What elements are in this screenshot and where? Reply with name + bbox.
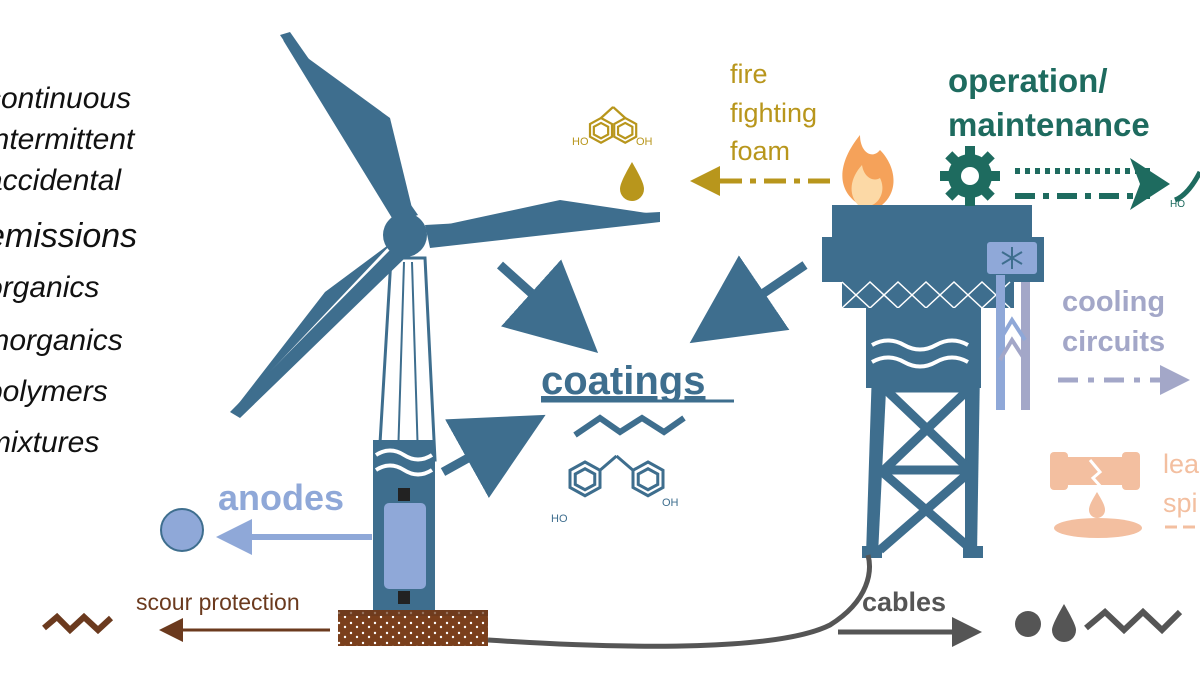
droplet-icon	[620, 162, 644, 201]
flame-icon	[842, 135, 894, 205]
subsea-cable	[487, 554, 872, 649]
droplet-icon	[1052, 604, 1076, 642]
arrow-platform-to-coatings	[689, 255, 808, 344]
legend-emissions-title: emissions	[0, 217, 138, 255]
legend-organics: organics	[0, 271, 100, 304]
coatings-label: coatings	[541, 359, 705, 403]
hydroxyl-label: HO	[572, 136, 589, 148]
anode-block	[382, 501, 428, 591]
cooling-circuits-label-line2: circuits	[1062, 326, 1165, 358]
turbine-hub	[383, 213, 427, 257]
svg-text:HO: HO	[1170, 199, 1185, 210]
particle-icon	[1015, 611, 1041, 637]
legend-inorganics: inorganics	[0, 324, 123, 357]
hydroxyl-label: OH	[636, 136, 653, 148]
legend-mixtures: mixtures	[0, 426, 100, 459]
legend-polymers: polymers	[0, 375, 108, 408]
offshore-platform	[822, 205, 1044, 558]
anode-sphere-icon	[160, 508, 204, 552]
anodes-label: anodes	[218, 477, 344, 518]
leaks-label-line2: spi	[1163, 488, 1198, 518]
legend-accidental: accidental	[0, 164, 122, 197]
bisphenol-molecule-icon-coatings	[568, 454, 665, 498]
legend-continuous: continuous	[0, 82, 132, 115]
gear-icon	[940, 146, 1000, 206]
bisphenol-molecule-icon-fire-foam	[588, 106, 638, 145]
polymer-zigzag-icon	[573, 414, 686, 438]
snowflake-icon	[1001, 247, 1023, 269]
scour-zigzag-icon	[42, 612, 114, 635]
leaking-pipe-icon	[1050, 452, 1142, 538]
arrow-monopile-to-coatings	[440, 414, 546, 498]
turbine-blade-left	[232, 240, 395, 412]
scour-protection-label: scour protection	[136, 589, 300, 615]
fire-fighting-foam-label-line1: fire	[730, 59, 768, 89]
operation-label-line1: operation/	[948, 62, 1108, 99]
turbine-tower	[377, 256, 437, 462]
operation-label-line2: maintenance	[948, 106, 1150, 143]
release-type-legend: continuous intermittent accidental emiss…	[0, 78, 137, 463]
wind-turbine	[230, 32, 660, 612]
polymer-zigzag-icon	[1084, 607, 1183, 635]
legend-intermittent: intermittent	[0, 123, 135, 156]
hydroxyl-label: OH	[662, 497, 679, 509]
arrow-blade-to-coatings	[496, 259, 599, 354]
turbine-blade-left	[230, 248, 405, 418]
leaks-label-line1: lea	[1163, 449, 1200, 479]
turbine-blade-right	[430, 200, 660, 228]
cooling-circuits-label-line1: cooling	[1062, 286, 1165, 318]
fire-fighting-foam-label-line2: fighting	[730, 98, 817, 128]
fire-fighting-foam-label-line3: foam	[730, 136, 790, 166]
platform-top-deck	[832, 205, 1032, 237]
turbine-blade-top	[283, 40, 412, 218]
cables-label: cables	[862, 587, 946, 617]
turbine-blade-right	[425, 212, 660, 248]
hydroxyl-label: HO	[551, 513, 568, 525]
